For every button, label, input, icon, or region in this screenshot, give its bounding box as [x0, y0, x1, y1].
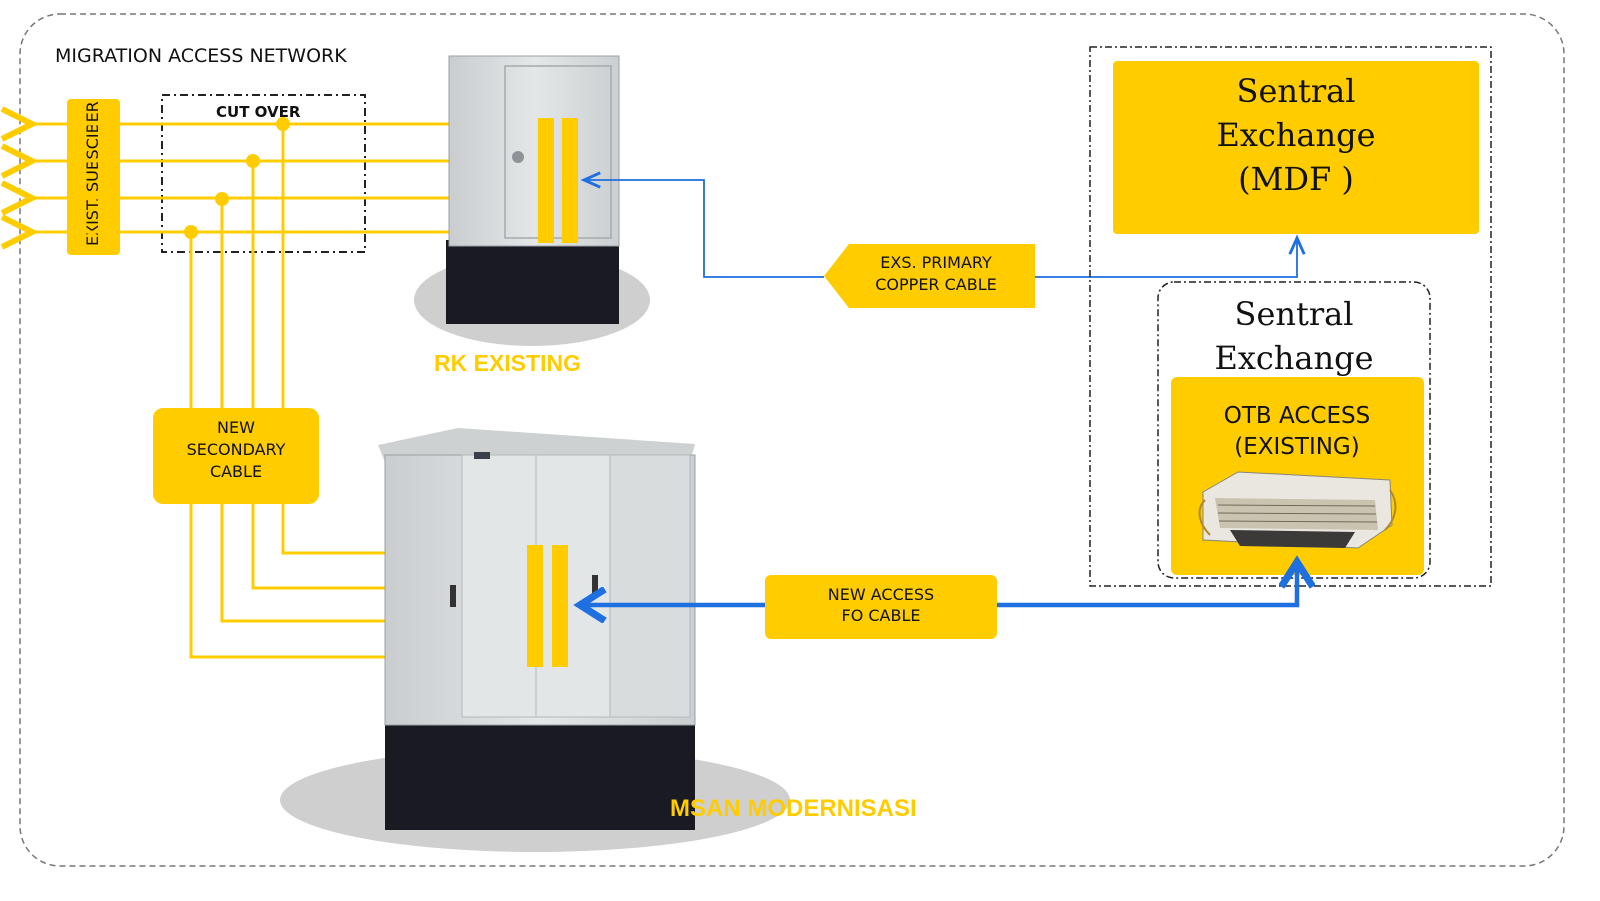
cut-over-junctions	[184, 117, 290, 239]
exs-primary-copper-box	[824, 244, 1035, 308]
sentral-exchange-mdf-box	[1113, 61, 1479, 234]
otb-line1: OTB ACCESS	[1224, 403, 1370, 429]
msan-modernisasi-label: MSAN MODERNISASI	[670, 795, 917, 822]
new-secondary-cable-box	[153, 408, 319, 504]
sentral-line1: Sentral	[1235, 295, 1354, 333]
outer-frame	[19, 13, 1565, 867]
new-secondary-line1: NEW	[217, 418, 255, 437]
exist-subscriber-box	[67, 99, 120, 255]
exs-primary-line2: COPPER CABLE	[875, 275, 997, 294]
diagram-title: MIGRATION ACCESS NETWORK	[55, 45, 347, 67]
copper-cable-line	[580, 171, 1306, 278]
mdf-line1: Sentral	[1237, 72, 1356, 110]
mdf-line3: (MDF )	[1238, 160, 1354, 198]
fo-cable-line	[580, 562, 1297, 605]
cut-over-label: CUT OVER	[216, 103, 301, 121]
rk-existing-cabinet	[414, 55, 650, 346]
new-access-fo-box	[765, 575, 997, 639]
rk-terminal-bars	[538, 118, 578, 243]
mdf-line2: Exchange	[1216, 116, 1375, 154]
sentral-exchange-inner	[1157, 281, 1431, 579]
rk-existing-label: RK EXISTING	[434, 350, 581, 376]
exist-subscriber-label: EXIST. SUBSCIBER	[83, 101, 102, 246]
new-access-line2: FO CABLE	[842, 606, 921, 625]
msan-terminal-bars	[527, 545, 568, 667]
sentral-line2: Exchange	[1214, 339, 1373, 377]
new-access-line1: NEW ACCESS	[828, 585, 934, 604]
exs-primary-line1: EXS. PRIMARY	[880, 253, 992, 272]
new-secondary-line2: SECONDARY	[187, 440, 286, 459]
otb-rack-image	[1198, 471, 1397, 549]
otb-line2: (EXISTING)	[1234, 434, 1359, 460]
new-secondary-line3: CABLE	[210, 462, 262, 481]
